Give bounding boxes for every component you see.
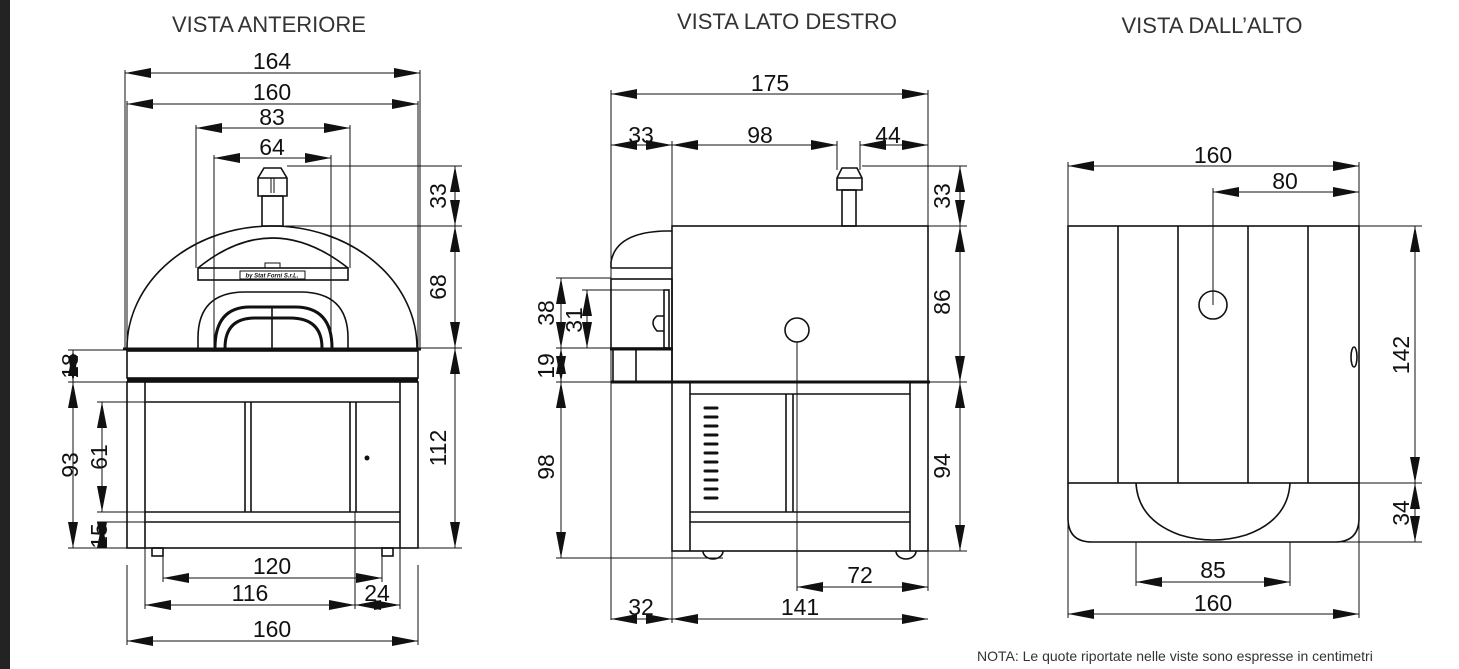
- brand-logo: by Stat Forni S.r.L.: [245, 274, 298, 280]
- dimension-label: 32: [628, 594, 654, 620]
- dimension-label: 160: [1194, 590, 1232, 616]
- wheel: [702, 550, 724, 560]
- dimension-label: 142: [1388, 336, 1414, 374]
- chimney: [257, 167, 288, 227]
- foot: [381, 547, 394, 557]
- top-view-title: VISTA DALL’ALTO: [1122, 13, 1303, 38]
- dimension-label: 94: [929, 453, 955, 479]
- dimension-label: 160: [253, 79, 291, 105]
- oven-body: [671, 225, 929, 383]
- dimension-label: 160: [1194, 142, 1232, 168]
- flue-circle: [784, 317, 810, 343]
- dimension-label: 24: [364, 580, 390, 606]
- dome: [126, 225, 418, 349]
- dimension-label: 18: [57, 353, 83, 379]
- side-cabinet: [671, 381, 929, 552]
- dimension-label: 15: [86, 523, 112, 549]
- dimension-label: 61: [86, 444, 112, 470]
- mouth-arch-outer: [197, 291, 349, 348]
- dome-cap: [197, 237, 349, 269]
- dimension-label: 160: [253, 616, 291, 642]
- dimension-label: 116: [232, 580, 269, 606]
- dimension-label: 86: [929, 289, 955, 315]
- dimension-label: 120: [253, 553, 291, 579]
- dimension-label: 164: [253, 48, 292, 74]
- dimension-label: 83: [259, 104, 285, 130]
- dimension-label: 31: [561, 307, 587, 333]
- cabinet: [126, 381, 419, 549]
- dimension-label: 38: [533, 300, 559, 326]
- side-view-oven: [610, 167, 930, 560]
- dimension-label: 34: [1388, 500, 1414, 526]
- dimension-label: 33: [628, 122, 654, 148]
- foot: [151, 547, 164, 557]
- dimension-label: 72: [847, 562, 873, 588]
- vent-slots: [703, 406, 719, 500]
- dimension-label: 98: [747, 122, 773, 148]
- dimension-lines: [68, 68, 1422, 646]
- side-view-title: VISTA LATO DESTRO: [677, 9, 897, 34]
- chimney: [836, 167, 863, 191]
- top-slab: [1067, 483, 1360, 543]
- mouth-arch-inner: [223, 316, 324, 349]
- handle-oval: [1350, 346, 1358, 368]
- door-knob: [364, 455, 370, 461]
- side-dome: [610, 230, 672, 268]
- dimension-label: 19: [533, 353, 559, 379]
- dimension-label: 175: [751, 70, 789, 96]
- front-view-oven: by Stat Forni S.r.L.: [123, 167, 421, 557]
- dimension-label: 80: [1272, 168, 1298, 194]
- dimension-label: 141: [781, 594, 819, 620]
- dimension-label: 85: [1200, 557, 1226, 583]
- units-note: NOTA: Le quote riportate nelle viste son…: [977, 648, 1373, 664]
- side-door-box: [610, 278, 673, 349]
- wheel: [895, 550, 917, 560]
- dimension-label: 44: [875, 122, 901, 148]
- window-edge: [0, 0, 10, 669]
- logo-plate: [239, 270, 306, 280]
- dimension-label: 93: [57, 452, 83, 478]
- door-handle: [652, 315, 664, 332]
- front-view-title: VISTA ANTERIORE: [172, 12, 366, 37]
- dimension-label: 112: [425, 430, 451, 467]
- dimension-label: 33: [929, 183, 955, 209]
- dimension-label: 68: [425, 274, 451, 300]
- dimension-label: 98: [533, 454, 559, 480]
- mouth-bowl: [1135, 482, 1291, 541]
- dimension-label: 64: [259, 134, 285, 160]
- dimension-label: 33: [425, 183, 451, 209]
